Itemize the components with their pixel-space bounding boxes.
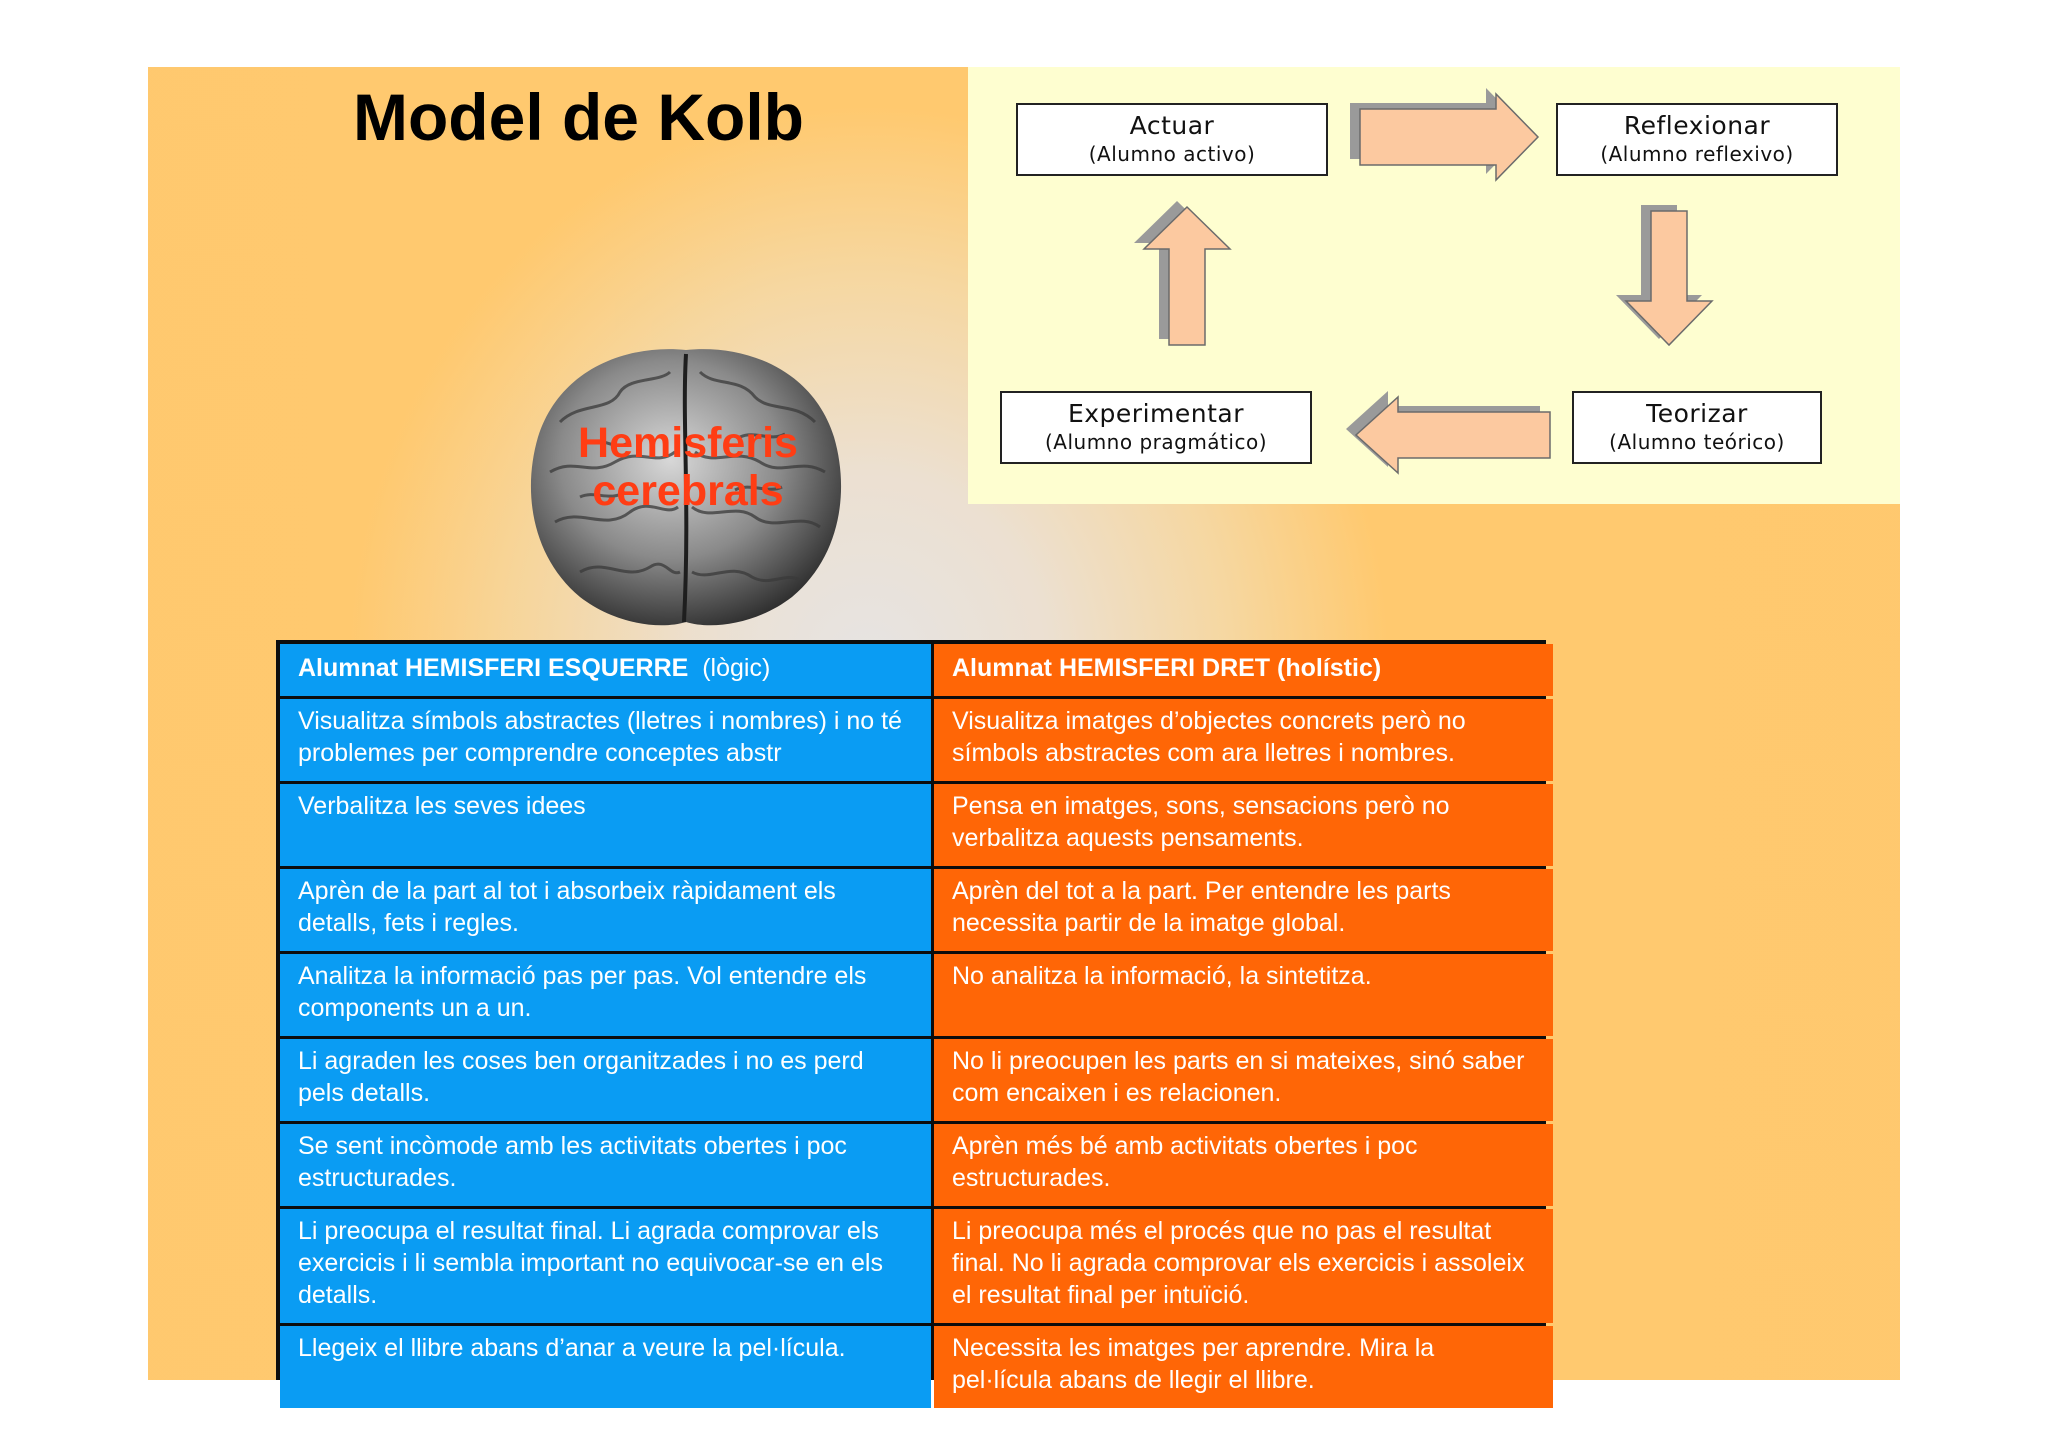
kolb-arrows (1134, 88, 1714, 475)
table-header-left-main: Alumnat HEMISFERI ESQUERRE (298, 654, 689, 682)
kolb-reflexionar-label: Reflexionar (1623, 111, 1771, 140)
kolb-box-reflexionar: Reflexionar (Alumno reflexivo) (1556, 103, 1838, 176)
table-header-left-paren: (lògic) (702, 654, 771, 682)
kolb-experimentar-sub: (Alumno pragmático) (1044, 430, 1267, 454)
kolb-experimentar-label: Experimentar (1067, 399, 1245, 428)
page-title: Model de Kolb (353, 80, 804, 154)
kolb-actuar-sub: (Alumno activo) (1088, 142, 1256, 166)
table-cell-left: Analitza la informació pas per pas. Vol … (280, 954, 931, 1036)
table-cell-left: Li preocupa el resultat final. Li agrada… (280, 1209, 931, 1323)
brain-label-line1: Hemisferis (578, 419, 798, 467)
table-cell-right: No analitza la informació, la sintetitza… (934, 954, 1553, 1036)
brain-image (530, 349, 842, 626)
brain-label-line2: cerebrals (592, 467, 784, 515)
kolb-teorizar-sub: (Alumno teórico) (1609, 430, 1785, 454)
arrow-right-icon (1350, 88, 1540, 182)
slide: Model de Kolb A (148, 67, 1900, 1408)
table-cell-left: Visualitza símbols abstractes (lletres i… (280, 699, 931, 781)
table-cell-left: Li agraden les coses ben organitzades i … (280, 1039, 931, 1121)
table-cell-right: Necessita les imatges per aprendre. Mira… (934, 1326, 1553, 1408)
kolb-box-actuar: Actuar (Alumno activo) (1016, 103, 1328, 176)
table-header-left: Alumnat HEMISFERI ESQUERRE (lògic) (280, 644, 931, 696)
kolb-actuar-label: Actuar (1129, 111, 1215, 140)
table-cell-right: Aprèn del tot a la part. Per entendre le… (934, 869, 1553, 951)
table-cell-left: Verbalitza les seves idees (280, 784, 931, 866)
kolb-box-experimentar: Experimentar (Alumno pragmático) (1000, 391, 1312, 464)
table-cell-right: Visualitza imatges d’objectes concrets p… (934, 699, 1553, 781)
kolb-teorizar-label: Teorizar (1646, 399, 1748, 428)
table-cell-right: No li preocupen les parts en si mateixes… (934, 1039, 1553, 1121)
kolb-box-teorizar: Teorizar (Alumno teórico) (1572, 391, 1822, 464)
table-cell-right: Aprèn més bé amb activitats obertes i po… (934, 1124, 1553, 1206)
brain-label: Hemisferis cerebrals (528, 419, 848, 515)
kolb-reflexionar-sub: (Alumno reflexivo) (1600, 142, 1794, 166)
arrow-up-icon (1134, 201, 1232, 346)
table-cell-right: Li preocupa més el procés que no pas el … (934, 1209, 1553, 1323)
table-cell-left: Llegeix el llibre abans d’anar a veure l… (280, 1326, 931, 1408)
table-cell-left: Se sent incòmode amb les activitats ober… (280, 1124, 931, 1206)
arrow-down-icon (1616, 205, 1714, 347)
arrow-left-icon (1346, 391, 1551, 475)
table-header-right: Alumnat HEMISFERI DRET (holístic) (934, 644, 1553, 696)
hemisphere-comparison-table: Alumnat HEMISFERI ESQUERRE (lògic) Alumn… (276, 640, 1553, 1408)
table-cell-left: Aprèn de la part al tot i absorbeix ràpi… (280, 869, 931, 951)
kolb-cycle-diagram: Actuar (Alumno activo) Reflexionar (Alum… (968, 67, 1900, 504)
table-cell-right: Pensa en imatges, sons, sensacions però … (934, 784, 1553, 866)
